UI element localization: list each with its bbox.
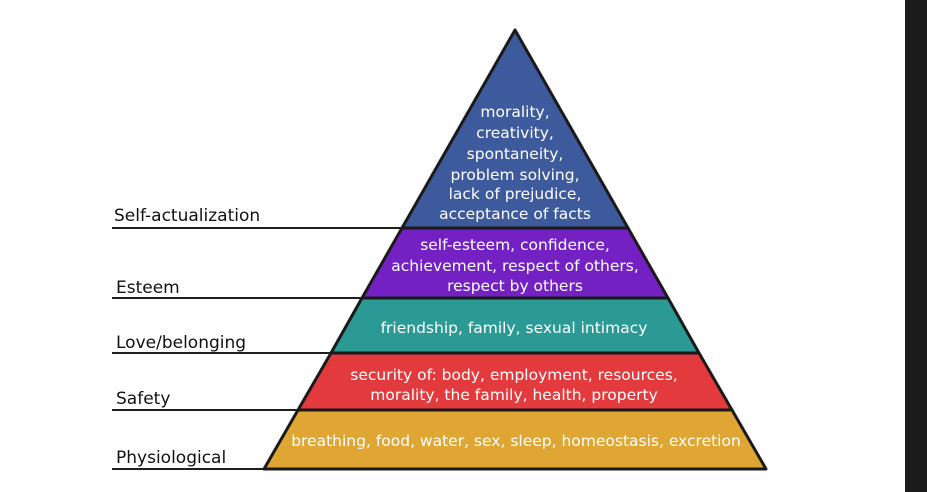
self-actualization-text-3: spontaneity, — [467, 145, 564, 163]
safety-text-1: security of: body, employment, resources… — [350, 366, 677, 384]
esteem-text-2: achievement, respect of others, — [391, 257, 639, 275]
esteem-text-1: self-esteem, confidence, — [420, 236, 610, 254]
self-actualization-text-4: problem solving, — [451, 166, 580, 184]
label-safety: Safety — [116, 389, 170, 409]
self-actualization-text-2: creativity, — [476, 124, 554, 142]
label-love-belonging: Love/belonging — [116, 333, 246, 353]
self-actualization-text-6: acceptance of facts — [439, 205, 591, 223]
esteem-text-3: respect by others — [447, 277, 583, 295]
physiological-text-1: breathing, food, water, sex, sleep, home… — [291, 432, 741, 450]
self-actualization-text-1: morality, — [480, 103, 549, 121]
window-edge-bar — [905, 0, 927, 492]
safety-text-2: morality, the family, health, property — [370, 386, 658, 404]
self-actualization-text-5: lack of prejudice, — [449, 185, 582, 203]
label-esteem: Esteem — [116, 278, 180, 298]
pyramid-level-physiological — [262, 408, 768, 471]
label-self-actualization: Self-actualization — [114, 206, 260, 226]
label-physiological: Physiological — [116, 448, 226, 468]
love-belonging-text-1: friendship, family, sexual intimacy — [381, 319, 648, 337]
